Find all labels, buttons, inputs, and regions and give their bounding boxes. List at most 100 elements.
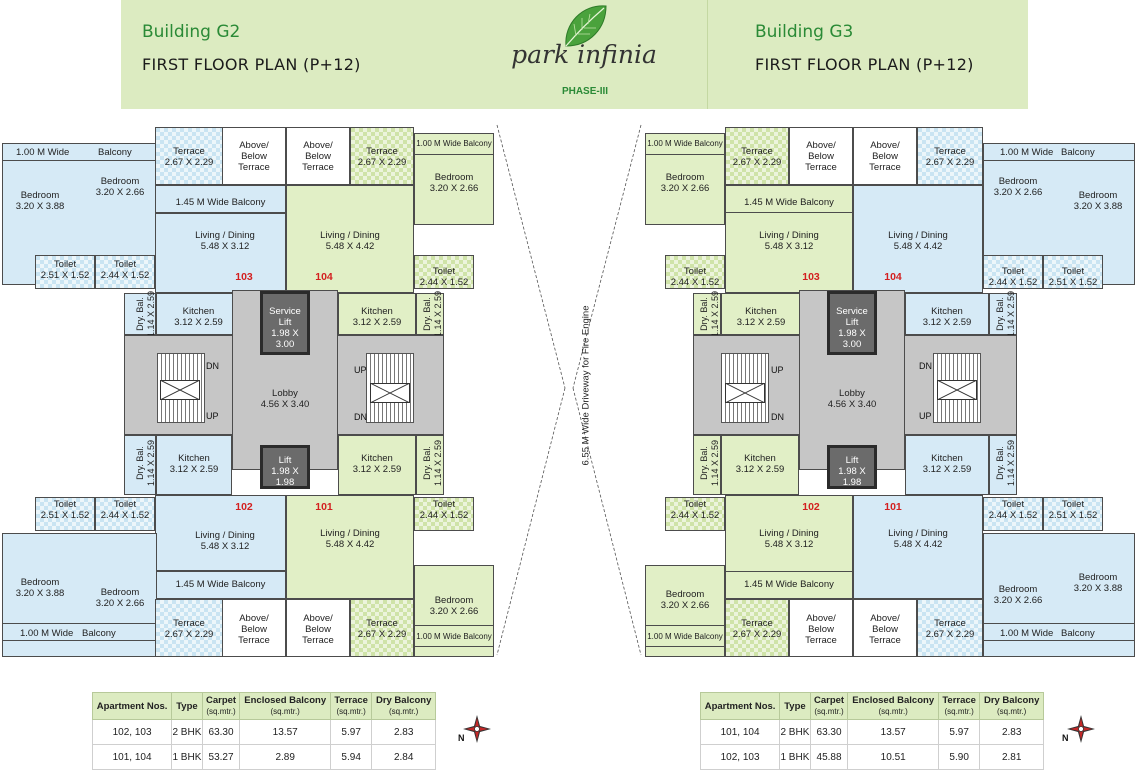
kitchen-label: Kitchen (745, 306, 777, 317)
toilet-102a (35, 497, 95, 531)
compass-icon (463, 715, 491, 743)
left-plan-title: FIRST FLOOR PLAN (P+12) (142, 55, 361, 74)
stair-cross-icon (725, 383, 765, 403)
table-row: 101, 104 1 BHK 53.27 2.89 5.94 2.84 (91, 744, 436, 770)
leaf-logo-icon (565, 5, 607, 47)
apartment-number: 101 (884, 501, 902, 513)
toilet-label: Toilet (432, 499, 456, 510)
terrace-word: Terrace (302, 635, 334, 646)
terrace-103 (155, 127, 223, 185)
cell-carpet: 45.88 (809, 744, 849, 770)
stair-up-label: UP (771, 365, 784, 375)
living-101 (286, 495, 414, 599)
living-label: Living / Dining (195, 230, 255, 241)
cell-enclosed: 13.57 (239, 719, 331, 745)
dry-bal-dim: 1.14 X 2.59 (146, 439, 156, 487)
terrace-label: Terrace (741, 146, 773, 157)
dry-balcony-104 (989, 293, 1017, 335)
cell-apt: 101, 104 (699, 719, 781, 745)
stair-down-label: DN (354, 412, 367, 422)
col-carpet: Carpet(sq.mtr.) (201, 692, 241, 720)
balcony-label: 1.00 M Wide Balcony (416, 632, 492, 641)
table-row: 101, 104 2 BHK 63.30 13.57 5.97 2.83 (699, 719, 1044, 745)
bedroom-dim: 3.20 X 2.66 (660, 183, 710, 194)
above-label: Above/ (239, 613, 269, 624)
cell-carpet: 53.27 (201, 744, 241, 770)
col-type: Type (779, 692, 811, 720)
above-below-terrace (853, 127, 917, 185)
living-103 (155, 213, 286, 293)
terrace-word: Terrace (302, 162, 334, 173)
balcony-label: Balcony (98, 147, 132, 158)
toilet-dim: 2.44 X 1.52 (100, 270, 150, 281)
below-label: Below (241, 624, 267, 635)
terrace-label: Terrace (934, 146, 966, 157)
toilet-101b (1043, 497, 1103, 531)
kitchen-label: Kitchen (744, 453, 776, 464)
toilet-label: Toilet (683, 266, 707, 277)
toilet-104a (983, 255, 1043, 289)
bedroom-dim: 3.20 X 2.66 (993, 595, 1043, 606)
toilet-label: Toilet (53, 499, 77, 510)
bedroom-dim: 3.20 X 3.88 (15, 201, 65, 212)
cell-dry: 2.83 (979, 719, 1044, 745)
toilet-101a (983, 497, 1043, 531)
toilet-label: Toilet (1001, 499, 1025, 510)
living-dim: 5.48 X 4.42 (325, 539, 375, 550)
dry-balcony-101 (416, 435, 444, 495)
lift-label: Lift (845, 455, 859, 466)
col-dry-balcony: Dry Balcony(sq.mtr.) (371, 692, 436, 720)
toilet-label: Toilet (53, 259, 77, 270)
wide-balcony-102 (155, 571, 286, 599)
cell-apt: 101, 104 (91, 744, 173, 770)
bedroom-dim: 3.20 X 2.66 (429, 183, 479, 194)
balcony-102 (645, 625, 725, 647)
bedroom-label: Bedroom (665, 589, 705, 600)
toilet-label: Toilet (432, 266, 456, 277)
terrace-101 (917, 599, 983, 657)
below-label: Below (241, 151, 267, 162)
stair-cross-icon (370, 383, 410, 403)
bedroom-dim: 3.20 X 2.66 (429, 606, 479, 617)
unit-label: (sq.mtr.) (389, 707, 419, 716)
living-dim: 5.48 X 3.12 (200, 241, 250, 252)
terrace-101 (350, 599, 414, 657)
stair-up-label: UP (354, 365, 367, 375)
cell-dry: 2.84 (371, 744, 436, 770)
balcony-label: Balcony (1061, 628, 1095, 639)
toilet-dim: 2.51 X 1.52 (40, 510, 90, 521)
cell-type: 2 BHK (779, 719, 811, 745)
above-label: Above/ (806, 140, 836, 151)
toilet-dim: 2.44 X 1.52 (670, 510, 720, 521)
wide-balcony-label: 1.45 M Wide Balcony (744, 579, 834, 590)
kitchen-dim: 3.12 X 2.59 (736, 317, 786, 328)
balcony-label: 1.00 M Wide Balcony (416, 139, 492, 148)
service-lift-label: Lift (278, 317, 292, 328)
living-dim: 5.48 X 4.42 (893, 539, 943, 550)
col-dry-label: Dry Balcony (983, 695, 1040, 706)
terrace-word: Terrace (869, 162, 901, 173)
toilet-103 (665, 255, 725, 289)
bedroom-label: Bedroom (100, 587, 140, 598)
toilet-label: Toilet (1061, 266, 1085, 277)
bedroom-dim: 3.20 X 3.88 (1073, 583, 1123, 594)
service-lift-label: Lift (845, 317, 859, 328)
above-label: Above/ (870, 140, 900, 151)
bedroom-dim: 3.20 X 2.66 (993, 187, 1043, 198)
wide-balcony-103 (725, 185, 853, 213)
lift (260, 445, 310, 489)
terrace-label: Terrace (934, 618, 966, 629)
stair-cross-icon (160, 380, 200, 400)
toilet-label: Toilet (113, 259, 137, 270)
kitchen-104 (338, 293, 416, 335)
above-label: Above/ (239, 140, 269, 151)
toilet-103a (35, 255, 95, 289)
dry-bal-label: Dry. Bal. (135, 446, 145, 480)
dry-bal-label: Dry. Bal. (422, 446, 432, 480)
service-lift-label: Service (836, 306, 868, 317)
cell-enclosed: 2.89 (239, 744, 331, 770)
bedroom-label: Bedroom (998, 584, 1038, 595)
cell-terrace: 5.97 (329, 719, 373, 745)
wide-balcony-102 (725, 571, 853, 599)
table-row: 102, 103 2 BHK 63.30 13.57 5.97 2.83 (91, 719, 436, 745)
